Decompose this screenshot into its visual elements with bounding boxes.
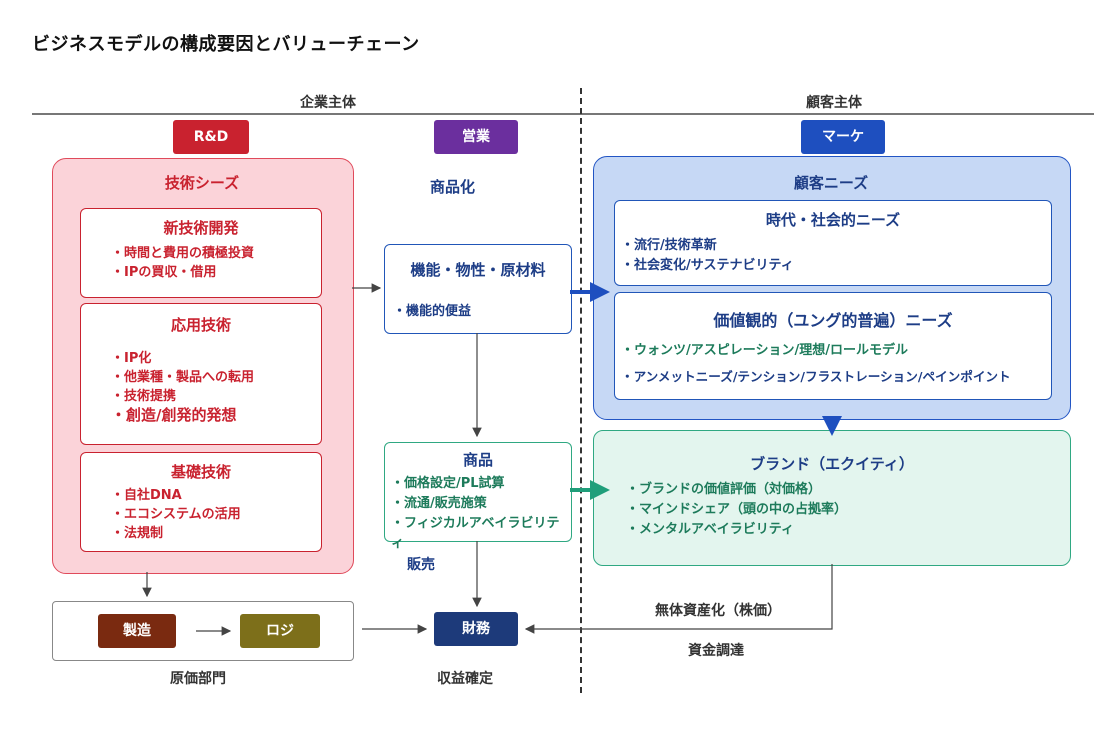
list-item: ・時間と費用の積極投資	[111, 246, 255, 261]
list-item: ・マインドシェア（頭の中の占拠率）	[626, 502, 848, 517]
list-item: ・ウォンツ/アスピレーション/理想/ロールモデル	[621, 343, 908, 358]
sales-tag: 営業	[434, 120, 518, 154]
list-item: ・機能的便益	[393, 304, 472, 319]
new-tech-box: 新技術開発 ・時間と費用の積極投資 ・IPの買収・借用	[80, 208, 322, 298]
arrow-brand-to-finance	[524, 564, 833, 634]
header-customer: 顧客主体	[806, 95, 862, 111]
function-box: 機能・物性・原材料 ・機能的便益	[384, 244, 572, 334]
list-item: ・価格設定/PL試算	[391, 476, 505, 491]
brand-panel: ブランド（エクイティ） ・ブランドの価値評価（対価格） ・マインドシェア（頭の中…	[593, 430, 1071, 566]
list-item: ・メンタルアベイラビリティ	[626, 522, 794, 537]
header-company: 企業主体	[300, 95, 356, 111]
funding-label: 資金調達	[688, 643, 744, 659]
list-item: ・IP化	[111, 351, 152, 366]
page-title: ビジネスモデルの構成要因とバリューチェーン	[32, 34, 420, 55]
list-item: ・フィジカルアベイラビリティ	[391, 516, 560, 551]
list-item: ・流通/販売施策	[391, 496, 487, 511]
product-box: 商品 ・価格設定/PL試算 ・流通/販売施策 ・フィジカルアベイラビリティ	[384, 442, 572, 551]
sales-label: 販売	[407, 557, 435, 573]
manufacturing-tag: 製造	[98, 614, 176, 648]
list-item: ・ブランドの価値評価（対価格）	[626, 482, 822, 497]
list-item: ・IPの買収・借用	[111, 265, 217, 280]
cost-dept-label: 原価部門	[170, 671, 226, 687]
commercialization-heading: 商品化	[430, 178, 476, 196]
logistics-tag: ロジ	[240, 614, 320, 648]
list-item: ・エコシステムの活用	[111, 507, 241, 522]
company-customer-divider	[580, 88, 582, 693]
new-tech-title: 新技術開発	[163, 219, 239, 237]
applied-tech-title: 応用技術	[170, 316, 231, 334]
list-item: ・創造/創発的発想	[111, 406, 237, 424]
customer-needs-heading: 顧客ニーズ	[793, 174, 869, 192]
rd-panel-heading: 技術シーズ	[164, 174, 240, 192]
list-item: ・社会変化/サステナビリティ	[621, 258, 794, 273]
product-box-title: 商品	[462, 451, 493, 469]
list-item: ・他業種・製品への転用	[111, 370, 255, 385]
era-social-needs-title: 時代・社会的ニーズ	[765, 211, 901, 229]
applied-tech-box: 応用技術 ・IP化 ・他業種・製品への転用 ・技術提携 ・創造/創発的発想	[80, 303, 322, 445]
header-divider	[32, 113, 1094, 115]
value-needs-box: 価値観的（ユング的普遍）ニーズ ・ウォンツ/アスピレーション/理想/ロールモデル…	[614, 292, 1052, 400]
era-social-needs-box: 時代・社会的ニーズ ・流行/技術革新 ・社会変化/サステナビリティ	[614, 200, 1052, 286]
list-item: ・流行/技術革新	[621, 238, 717, 253]
basic-tech-box: 基礎技術 ・自社DNA ・エコシステムの活用 ・法規制	[80, 452, 322, 552]
list-item: ・技術提携	[111, 389, 177, 404]
list-item: ・自社DNA	[111, 488, 182, 503]
brand-heading: ブランド（エクイティ）	[750, 455, 914, 473]
revenue-label: 収益確定	[437, 671, 493, 687]
marketing-tag: マーケ	[801, 120, 885, 154]
value-needs-title: 価値観的（ユング的普遍）ニーズ	[713, 311, 953, 330]
function-box-title: 機能・物性・原材料	[410, 261, 546, 279]
intangible-asset-label: 無体資産化（株価）	[655, 603, 781, 619]
finance-tag: 財務	[434, 612, 518, 646]
rd-tag: R&D	[173, 120, 249, 154]
list-item: ・アンメットニーズ/テンション/フラストレーション/ペインポイント	[621, 369, 1011, 384]
basic-tech-title: 基礎技術	[170, 463, 231, 481]
list-item: ・法規制	[111, 526, 164, 541]
